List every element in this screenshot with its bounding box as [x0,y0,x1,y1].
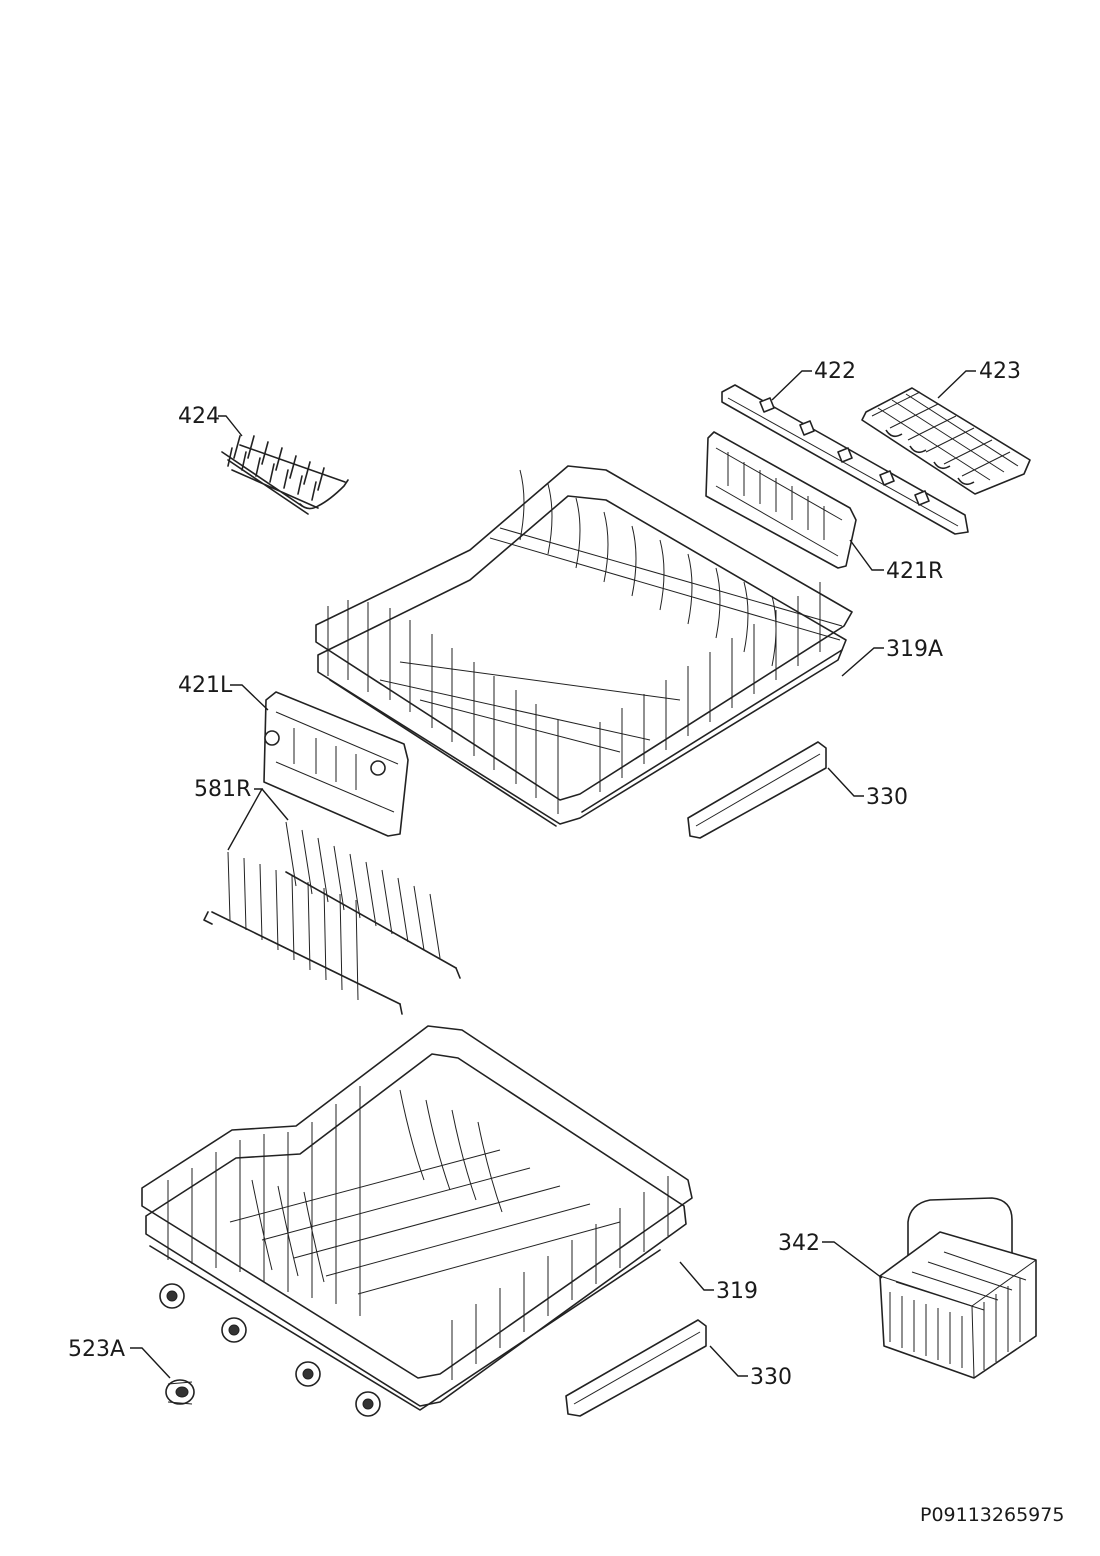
part-319A-upper-basket [315,465,853,827]
callout-319A: 319A [841,637,943,677]
part-423-grid-insert [861,387,1031,495]
callout-342: 342 [778,1231,883,1279]
part-421L-side-panel [263,691,409,837]
callout-581R: 581R [194,777,289,851]
callout-423: 423 [937,359,1021,399]
document-code: P09113265975 [920,1504,1064,1526]
part-421R-side-panel [705,431,857,569]
callout-319: 319 [679,1261,758,1304]
callout-424: 424 [178,404,243,437]
label-424: 424 [178,404,220,429]
part-330-lower-strip [565,1319,707,1417]
part-424-tine-insert [221,435,349,515]
callout-422: 422 [771,359,856,401]
label-319: 319 [716,1279,758,1304]
part-523A-wheel [165,1379,195,1405]
label-319A: 319A [886,637,943,662]
part-342-cutlery-basket [879,1197,1037,1379]
callout-421L: 421L [178,673,269,711]
callout-523A: 523A [68,1337,171,1379]
callout-330-upper: 330 [827,767,908,810]
callout-330-lower: 330 [709,1345,792,1390]
label-421L: 421L [178,673,233,698]
label-330-upper: 330 [866,785,908,810]
callout-421R: 421R [849,539,943,584]
panel-pin [264,730,280,746]
label-422: 422 [814,359,856,384]
part-581R-folding-tines [203,821,461,1015]
label-330-lower: 330 [750,1365,792,1390]
part-319-lower-basket [141,1025,693,1411]
label-423: 423 [979,359,1021,384]
label-342: 342 [778,1231,820,1256]
label-523A: 523A [68,1337,125,1362]
part-330-upper-strip [687,741,827,839]
part-422-rail [721,384,969,535]
label-581R: 581R [194,777,251,802]
label-421R: 421R [886,559,943,584]
wheels [159,1283,381,1417]
panel-pin [370,760,386,776]
